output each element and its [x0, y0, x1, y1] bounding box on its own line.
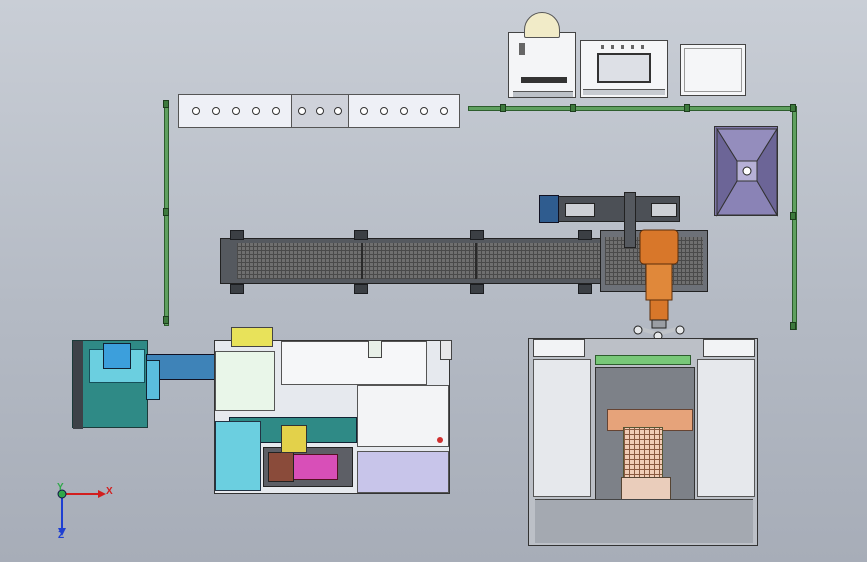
rail-hole — [212, 107, 220, 115]
pipe-node — [790, 104, 796, 112]
yellow-clamp — [281, 425, 307, 453]
rail-hole — [316, 107, 324, 115]
rail-hole — [400, 107, 408, 115]
top-right-cap — [703, 339, 755, 357]
feeding-machine — [72, 340, 148, 429]
conveyor-foot — [354, 284, 368, 294]
cabinet-vent — [521, 77, 567, 83]
conveyor-divider — [361, 243, 363, 279]
machine-frame — [528, 338, 758, 546]
cabinet-dome-icon — [524, 12, 560, 38]
lavender-panel — [357, 451, 449, 493]
x-axis-label: X — [106, 486, 113, 497]
pipe-top-horizontal — [468, 106, 796, 111]
hopper — [714, 126, 778, 217]
hmi-screen-icon — [597, 53, 651, 83]
pipe-node — [570, 104, 576, 112]
rail-hole — [360, 107, 368, 115]
station-top-bracket — [368, 340, 382, 358]
pipe-node — [163, 100, 169, 108]
axis-triad-icon — [57, 489, 106, 536]
pipe-node — [790, 212, 796, 220]
rail-hole — [420, 107, 428, 115]
pipe-node — [790, 322, 796, 330]
station-top-bracket — [440, 340, 452, 360]
conveyor-foot — [230, 230, 244, 240]
base-plinth — [535, 499, 753, 543]
conveyor-foot — [470, 230, 484, 240]
y-axis-label: Y — [57, 482, 64, 493]
yellow-module — [231, 327, 273, 347]
machine-left-panel — [533, 359, 591, 497]
conveyor-foot — [354, 230, 368, 240]
electrical-box — [680, 44, 746, 96]
rail-hole — [272, 107, 280, 115]
conveyor-divider — [475, 243, 477, 279]
servo-motor-icon — [539, 195, 559, 223]
hmi-panel — [580, 40, 668, 98]
rail-hole — [334, 107, 342, 115]
pipe-node — [500, 104, 506, 112]
rail-hole — [192, 107, 200, 115]
cabinet-handle — [519, 43, 525, 55]
box-frame — [684, 48, 742, 92]
hmi-indicator-row — [601, 45, 651, 49]
feeder-side-rail — [73, 341, 83, 429]
pipe-node — [163, 208, 169, 216]
processing-station — [214, 327, 450, 494]
rail-carriage — [565, 203, 595, 217]
robot-arm-icon — [633, 229, 685, 341]
conveyor-foot — [230, 284, 244, 294]
right-frame — [357, 385, 449, 447]
gantry-top-rail — [539, 195, 680, 223]
conveyor-foot — [578, 230, 592, 240]
rail-hole — [232, 107, 240, 115]
brown-parts — [268, 452, 294, 482]
top-left-cap — [533, 339, 585, 357]
conveyor-foot — [578, 284, 592, 294]
magenta-parts — [292, 454, 338, 480]
left-side-panel — [215, 351, 275, 411]
rail-hole — [380, 107, 388, 115]
rail-hole — [440, 107, 448, 115]
rail-hole — [252, 107, 260, 115]
gantry-post — [624, 192, 636, 248]
belt-conveyor — [220, 238, 612, 284]
conveyor-belt-mesh — [237, 243, 605, 279]
red-indicator — [437, 437, 443, 443]
rail-carriage — [651, 203, 677, 217]
feeder-motor — [103, 343, 131, 369]
z-axis-label: Z — [58, 530, 65, 541]
cabinet-base — [513, 91, 573, 97]
machine-right-panel — [697, 359, 755, 497]
pipe-node — [163, 316, 169, 324]
hmi-base — [583, 89, 665, 95]
green-guide-strip — [595, 355, 691, 365]
feeder-chute-plate — [146, 360, 160, 400]
control-cabinet — [508, 32, 576, 98]
conveyor-foot — [470, 284, 484, 294]
hopper-funnel-icon — [716, 127, 778, 217]
rail-hole — [298, 107, 306, 115]
top-frame — [281, 341, 427, 385]
mechanism-block — [263, 447, 353, 487]
pipe-node — [684, 104, 690, 112]
cyan-block — [215, 421, 261, 491]
